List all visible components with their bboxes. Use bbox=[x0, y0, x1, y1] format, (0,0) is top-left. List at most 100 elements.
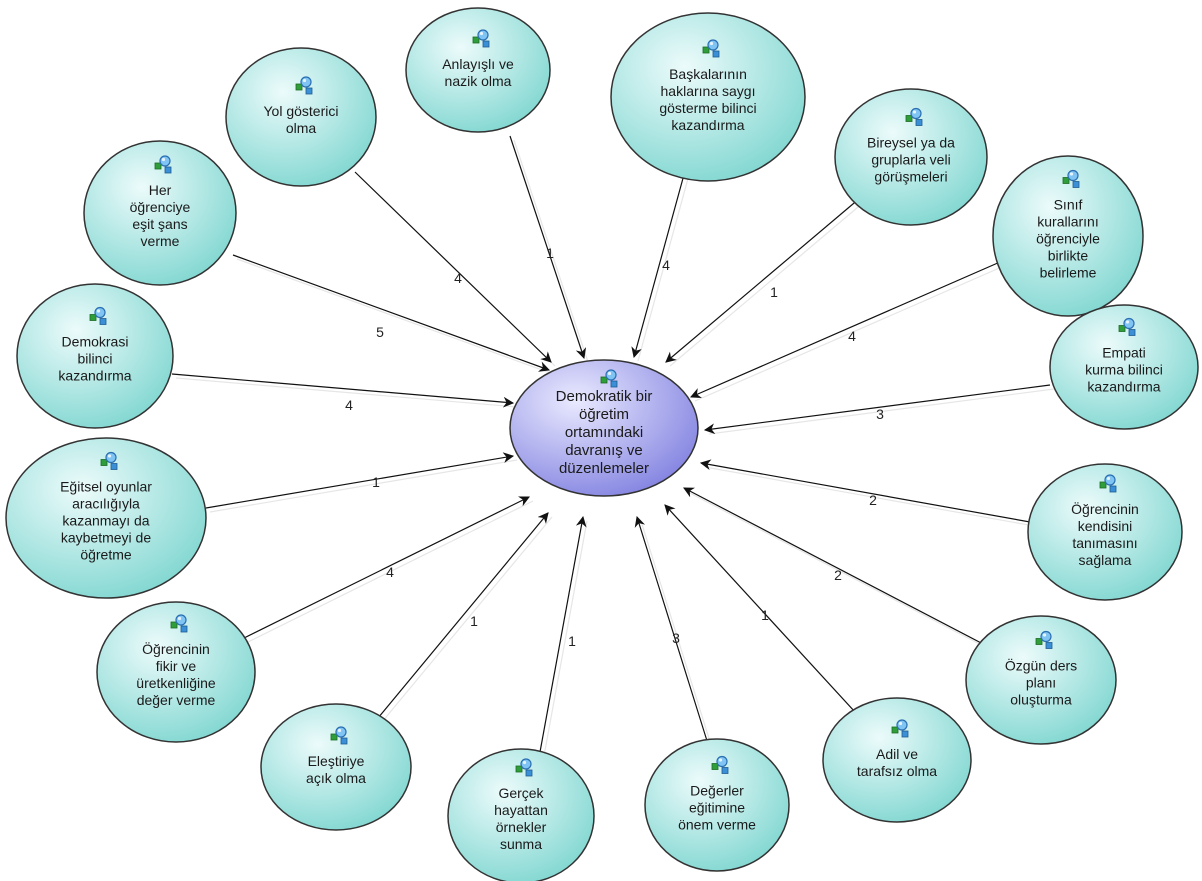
edge-weight-label: 4 bbox=[662, 257, 670, 273]
edge-weight-label: 1 bbox=[546, 245, 554, 261]
edge-bireysel-veli[interactable] bbox=[665, 197, 861, 363]
node-label-line: kazanmayı da bbox=[62, 513, 149, 529]
node-label-line: gösterme bilinci bbox=[659, 100, 756, 116]
edge-baskalarinin-haklari[interactable] bbox=[631, 159, 689, 359]
central-node-label-line: ortamındaki bbox=[565, 424, 643, 441]
edge-weight-label: 2 bbox=[834, 567, 842, 583]
edge-weight-label: 2 bbox=[869, 492, 877, 508]
central-node-label-line: düzenlemeler bbox=[559, 460, 649, 477]
node-label-line: nazik olma bbox=[445, 73, 512, 89]
edge-shadow bbox=[175, 377, 518, 408]
edge-fikir-uretkenlik[interactable] bbox=[239, 496, 530, 641]
edge-yol-gosterici[interactable] bbox=[354, 171, 552, 363]
node-label-line: Gerçek bbox=[498, 785, 544, 801]
node-label-line: sağlama bbox=[1079, 552, 1132, 568]
central-node-label-line: davranış ve bbox=[565, 442, 643, 459]
node-ellipse bbox=[225, 47, 377, 187]
edge-weight-label: 3 bbox=[876, 406, 884, 422]
edge-elestiri[interactable] bbox=[377, 512, 549, 719]
node-ellipse bbox=[405, 7, 551, 133]
node-ellipse bbox=[1027, 463, 1183, 601]
edge-esit-sans[interactable] bbox=[232, 254, 551, 372]
edge-kendini-tanima[interactable] bbox=[699, 459, 1031, 523]
node-ellipse bbox=[644, 738, 790, 872]
node-label-line: kazandırma bbox=[1087, 379, 1160, 395]
edge-shadow bbox=[637, 163, 693, 362]
node-label-line: aracılığıyla bbox=[72, 496, 140, 512]
edge-anlayisli[interactable] bbox=[509, 135, 587, 360]
edge-shadow bbox=[694, 265, 1005, 402]
node-label-line: Her bbox=[149, 182, 172, 198]
node-label-line: önem verme bbox=[678, 817, 756, 833]
node-label-line: verme bbox=[141, 233, 180, 249]
edge-degerler[interactable] bbox=[634, 515, 709, 745]
node-ellipse bbox=[834, 88, 988, 226]
node-label-line: Özgün ders bbox=[1005, 657, 1077, 674]
node-label-line: hayattan bbox=[494, 802, 548, 818]
edge-shadow bbox=[640, 520, 713, 749]
node-label-line: Demokrasi bbox=[62, 334, 129, 350]
edge-weight-label: 4 bbox=[848, 328, 856, 344]
node-label-line: kurallarını bbox=[1037, 214, 1098, 230]
edge-sinif-kurallari[interactable] bbox=[690, 261, 1001, 399]
node-label-line: belirleme bbox=[1040, 265, 1097, 281]
node-ellipse bbox=[447, 748, 595, 881]
edge-weight-label: 5 bbox=[376, 324, 384, 340]
edge-ozgun-ders[interactable] bbox=[683, 487, 986, 646]
edge-shadow bbox=[236, 258, 554, 375]
node-label-line: Anlayışlı ve bbox=[442, 56, 514, 72]
node-label-line: tarafsız olma bbox=[857, 763, 937, 779]
node-label-line: Değerler bbox=[690, 783, 744, 799]
node-label-line: Öğrencinin bbox=[1071, 500, 1139, 517]
edge-shadow bbox=[704, 466, 1035, 527]
edge-demokrasi-bilinci[interactable] bbox=[171, 373, 515, 408]
node-label-line: Bireysel ya da bbox=[867, 135, 955, 151]
node-label-line: gruplarla veli bbox=[871, 152, 950, 168]
node-ellipse bbox=[96, 601, 256, 743]
node-label-line: kurma bilinci bbox=[1085, 362, 1163, 378]
edge-gercek-hayat[interactable] bbox=[539, 515, 587, 753]
edge-empati[interactable] bbox=[703, 384, 1051, 435]
edge-weight-label: 3 bbox=[672, 630, 680, 646]
node-label-line: sunma bbox=[500, 836, 542, 852]
node-ellipse bbox=[16, 283, 174, 429]
node-ellipse bbox=[610, 12, 806, 182]
node-label-line: Sınıf bbox=[1054, 197, 1083, 213]
edge-shadow bbox=[243, 500, 534, 645]
edge-weight-label: 1 bbox=[372, 474, 380, 490]
edge-egitsel-oyun[interactable] bbox=[205, 452, 515, 509]
node-label-line: Adil ve bbox=[876, 746, 918, 762]
central-node-ellipse bbox=[509, 359, 699, 497]
node-label-line: değer verme bbox=[137, 692, 216, 708]
edge-adil[interactable] bbox=[664, 504, 856, 713]
